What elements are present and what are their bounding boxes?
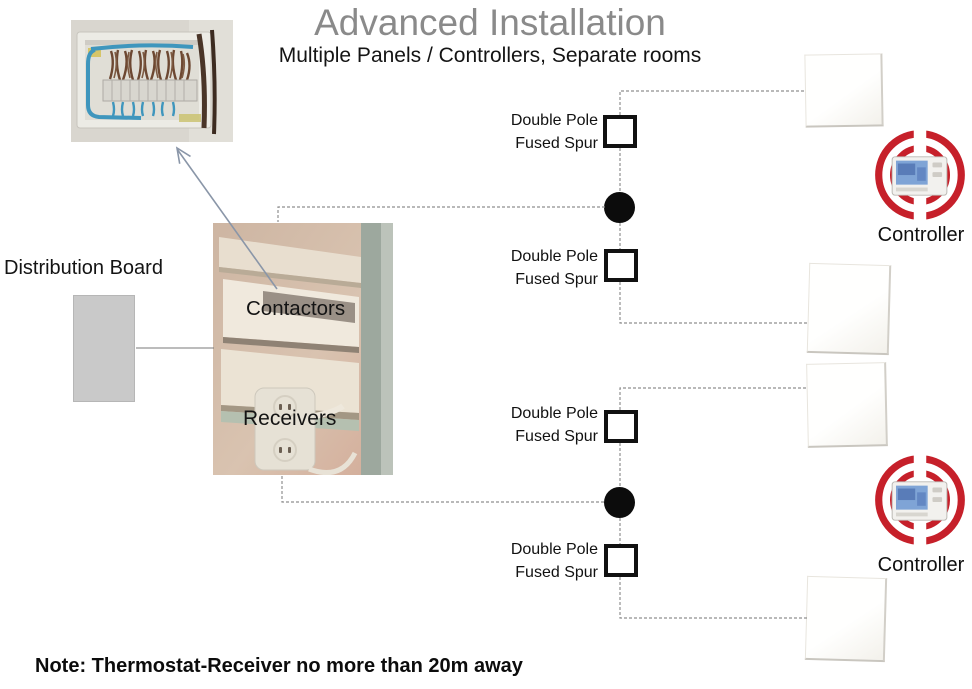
connector-line (619, 282, 809, 324)
page-subtitle: Multiple Panels / Controllers, Separate … (278, 44, 702, 67)
connector-line (619, 90, 806, 115)
thermostat-icon (891, 156, 948, 196)
fused-spur-symbol-1 (603, 115, 637, 148)
controller-label-1: Controller (877, 224, 965, 246)
connector-line (277, 206, 605, 222)
junction-node-1 (604, 192, 635, 223)
consumer-unit-photo (71, 20, 233, 142)
controller-signal-icon-2 (875, 453, 965, 549)
fused-spur-symbol-2 (604, 249, 638, 282)
fused-spur-label-2: Double Pole Fused Spur (510, 248, 598, 288)
heater-panel-1 (804, 53, 884, 128)
distribution-board-symbol (73, 295, 135, 402)
contactor-receiver-photo (213, 223, 393, 475)
header: Advanced Installation Multiple Panels / … (170, 2, 810, 68)
page-title: Advanced Installation (314, 2, 666, 43)
fused-spur-label-3: Double Pole Fused Spur (510, 405, 598, 445)
contactors-label: Contactors (246, 297, 346, 320)
heater-panel-4 (804, 575, 888, 663)
fused-spur-label-4: Double Pole Fused Spur (510, 541, 598, 581)
connector-line (281, 476, 604, 503)
thermostat-icon (891, 481, 948, 521)
fused-spur-label-1: Double Pole Fused Spur (510, 112, 598, 152)
controller-signal-icon-1 (875, 128, 965, 224)
controller-label-2: Controller (877, 554, 965, 576)
connector-line (619, 577, 807, 619)
note-text: Note: Thermostat-Receiver no more than 2… (35, 655, 523, 677)
connector-line (619, 387, 808, 410)
junction-node-2 (604, 487, 635, 518)
heater-panel-3 (806, 362, 888, 448)
fused-spur-symbol-3 (604, 410, 638, 443)
fused-spur-symbol-4 (604, 544, 638, 577)
receivers-label: Receivers (243, 407, 337, 430)
distribution-board-label: Distribution Board (4, 257, 163, 279)
heater-panel-2 (806, 262, 892, 356)
